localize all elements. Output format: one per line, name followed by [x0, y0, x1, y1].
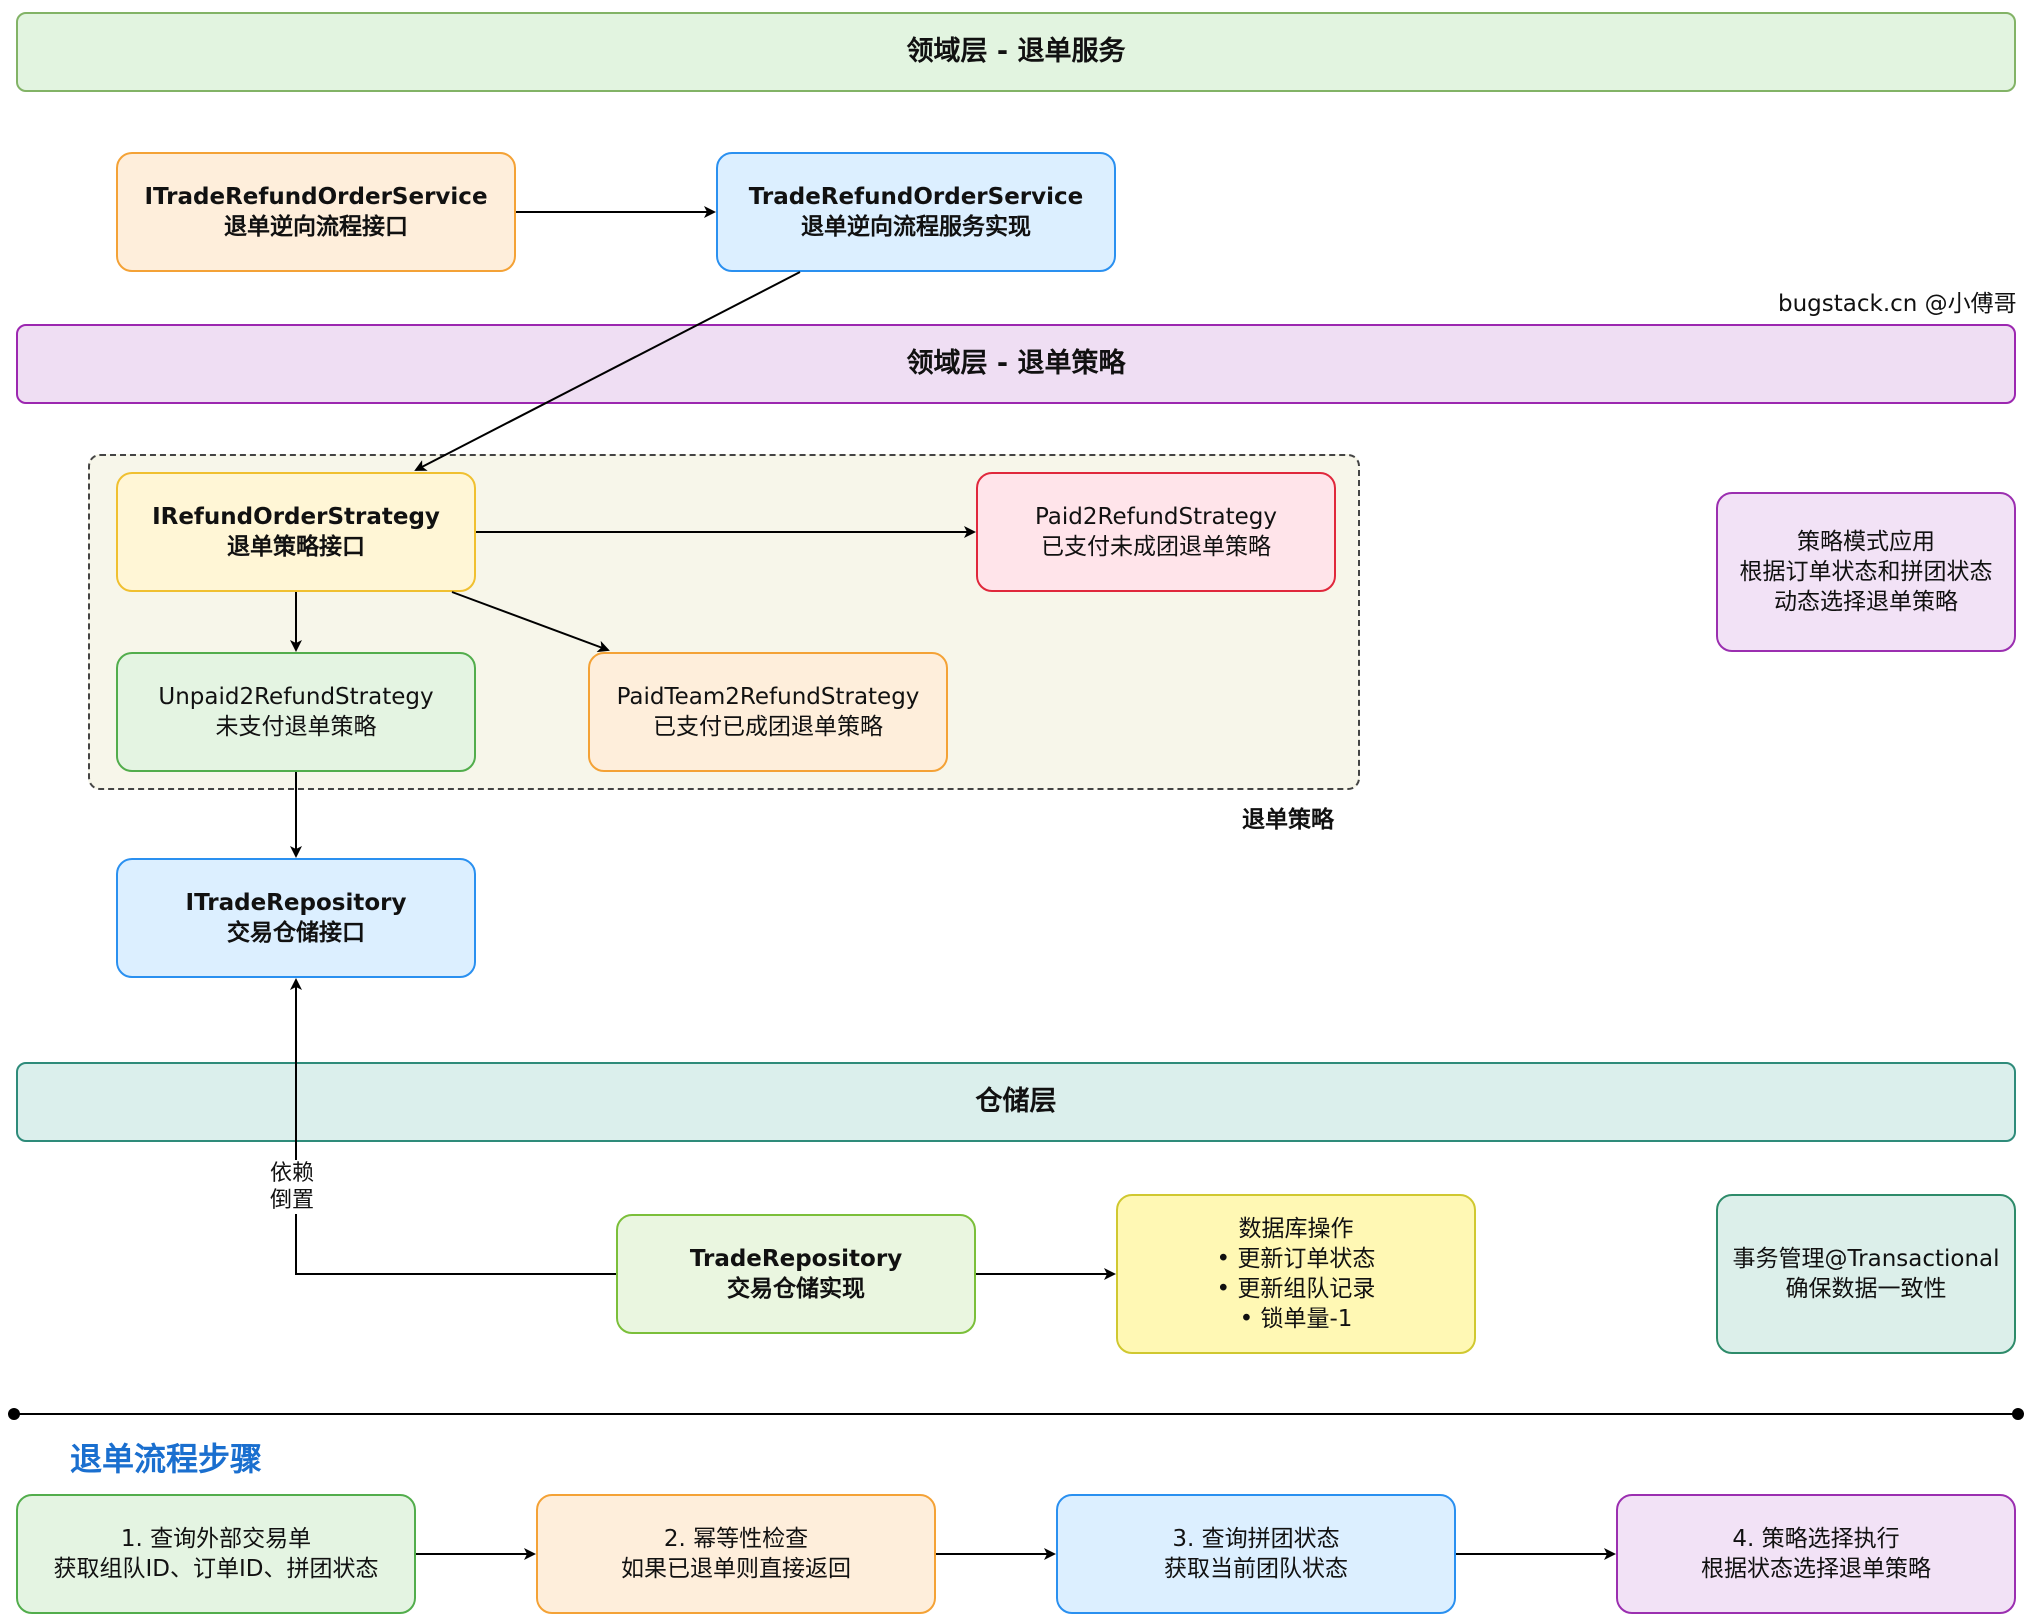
flow-step-4-title: 4. 策略选择执行 [1732, 1526, 1900, 1552]
node-paid2refund-strategy-name: Paid2RefundStrategy [1034, 504, 1278, 530]
node-trade-refund-order-service: TradeRefundOrderService 退单逆向流程服务实现 [716, 152, 1116, 272]
node-paid2refund-strategy-desc: 已支付未成团退单策略 [1041, 534, 1271, 560]
flow-step-2-title: 2. 幂等性检查 [663, 1526, 809, 1552]
note-strategy-pattern-line3: 动态选择退单策略 [1774, 589, 1958, 615]
strategy-group-label: 退单策略 [1242, 807, 1334, 833]
watermark: bugstack.cn @小傅哥 [1778, 291, 2017, 317]
node-itrade-repository: ITradeRepository 交易仓储接口 [116, 858, 476, 978]
node-trade-refund-order-service-name: TradeRefundOrderService [748, 184, 1084, 210]
dependency-inversion-label-line2: 倒置 [270, 1188, 315, 1213]
divider-start-dot [8, 1408, 20, 1420]
arrow-strategy-to-paidteam2refund [451, 591, 610, 653]
layer-repository: 仓储层 [16, 1062, 2016, 1142]
layer-domain-strategy-title: 领域层 - 退单策略 [906, 348, 1126, 379]
arrow-repository-impl-to-interface [290, 978, 616, 1275]
node-irefund-order-strategy: IRefundOrderStrategy 退单策略接口 [116, 472, 476, 592]
flow-step-1-title: 1. 查询外部交易单 [120, 1526, 312, 1552]
node-paid2refund-strategy: Paid2RefundStrategy 已支付未成团退单策略 [976, 472, 1336, 592]
divider-end-dot [2012, 1408, 2024, 1420]
note-strategy-pattern: 策略模式应用 根据订单状态和拼团状态 动态选择退单策略 [1716, 492, 2016, 652]
node-paidteam2refund-strategy-name: PaidTeam2RefundStrategy [616, 684, 920, 710]
note-transaction-management: 事务管理@Transactional 确保数据一致性 [1716, 1194, 2016, 1354]
node-database-operations-title: 数据库操作 [1238, 1216, 1354, 1242]
node-paidteam2refund-strategy-desc: 已支付已成团退单策略 [653, 714, 883, 740]
node-unpaid2refund-strategy: Unpaid2RefundStrategy 未支付退单策略 [116, 652, 476, 772]
layer-domain-service: 领域层 - 退单服务 [16, 12, 2016, 92]
flow-step-2-desc: 如果已退单则直接返回 [621, 1556, 851, 1582]
flow-step-3: 3. 查询拼团状态 获取当前团队状态 [1056, 1494, 1456, 1614]
flow-step-3-title: 3. 查询拼团状态 [1172, 1526, 1340, 1552]
node-itrade-repository-desc: 交易仓储接口 [227, 920, 365, 946]
node-itrade-refund-order-service-name: ITradeRefundOrderService [144, 184, 488, 210]
node-itrade-refund-order-service: ITradeRefundOrderService 退单逆向流程接口 [116, 152, 516, 272]
flow-step-2: 2. 幂等性检查 如果已退单则直接返回 [536, 1494, 936, 1614]
flow-step-4: 4. 策略选择执行 根据状态选择退单策略 [1616, 1494, 2016, 1614]
node-irefund-order-strategy-name: IRefundOrderStrategy [152, 504, 440, 530]
node-trade-repository: TradeRepository 交易仓储实现 [616, 1214, 976, 1334]
node-unpaid2refund-strategy-name: Unpaid2RefundStrategy [158, 684, 434, 710]
node-database-operations-item3: • 锁单量-1 [1239, 1306, 1353, 1332]
note-transaction-management-line2: 确保数据一致性 [1785, 1276, 1947, 1302]
node-database-operations-item2: • 更新组队记录 [1216, 1276, 1376, 1302]
node-paidteam2refund-strategy: PaidTeam2RefundStrategy 已支付已成团退单策略 [588, 652, 948, 772]
dependency-inversion-label: 依赖 倒置 [270, 1160, 315, 1214]
node-trade-refund-order-service-desc: 退单逆向流程服务实现 [801, 214, 1031, 240]
node-database-operations: 数据库操作 • 更新订单状态 • 更新组队记录 • 锁单量-1 [1116, 1194, 1476, 1354]
node-itrade-repository-name: ITradeRepository [185, 890, 407, 916]
flow-step-3-desc: 获取当前团队状态 [1164, 1556, 1348, 1582]
layer-domain-strategy: 领域层 - 退单策略 [16, 324, 2016, 404]
note-strategy-pattern-line1: 策略模式应用 [1797, 529, 1935, 555]
note-transaction-management-line1: 事务管理@Transactional [1732, 1246, 2000, 1272]
note-strategy-pattern-line2: 根据订单状态和拼团状态 [1739, 559, 1993, 585]
flow-step-1: 1. 查询外部交易单 获取组队ID、订单ID、拼团状态 [16, 1494, 416, 1614]
dependency-inversion-label-line1: 依赖 [270, 1161, 315, 1186]
arrow-service-to-strategy-interface [414, 271, 801, 471]
node-trade-repository-desc: 交易仓储实现 [727, 1276, 865, 1302]
node-trade-repository-name: TradeRepository [689, 1246, 903, 1272]
node-irefund-order-strategy-desc: 退单策略接口 [227, 534, 365, 560]
node-itrade-refund-order-service-desc: 退单逆向流程接口 [224, 214, 408, 240]
flow-step-1-desc: 获取组队ID、订单ID、拼团状态 [53, 1556, 379, 1582]
flow-step-4-desc: 根据状态选择退单策略 [1701, 1556, 1931, 1582]
layer-domain-service-title: 领域层 - 退单服务 [906, 36, 1126, 67]
node-unpaid2refund-strategy-desc: 未支付退单策略 [215, 714, 377, 740]
flow-section-title: 退单流程步骤 [70, 1440, 263, 1478]
layer-repository-title: 仓储层 [975, 1086, 1057, 1117]
node-database-operations-item1: • 更新订单状态 [1216, 1246, 1376, 1272]
